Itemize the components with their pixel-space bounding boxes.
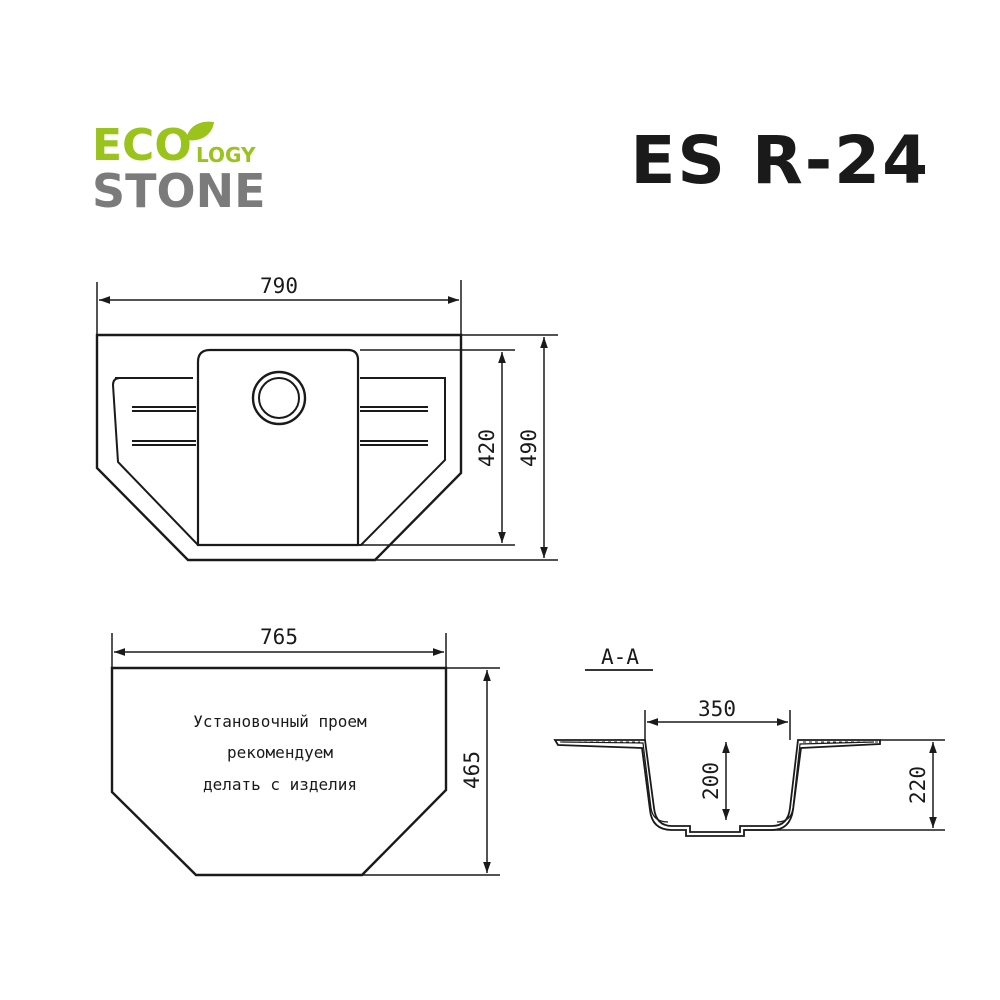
note-line-2: рекомендуем bbox=[227, 743, 333, 762]
dim-label-420: 420 bbox=[475, 429, 499, 467]
dim-label-220: 220 bbox=[906, 766, 930, 804]
note-line-1: Установочный проем bbox=[193, 712, 367, 731]
dim-depth-200: 200 bbox=[699, 742, 730, 820]
drain-outer-icon bbox=[251, 370, 307, 426]
dim-label-350: 350 bbox=[698, 697, 736, 721]
sink-wings-contour bbox=[111, 377, 446, 546]
dim-width-765: 765 bbox=[111, 625, 447, 668]
dim-height-465: 465 bbox=[362, 667, 500, 876]
dim-label-465: 465 bbox=[460, 751, 484, 789]
model-title: ES R-24 bbox=[630, 122, 930, 199]
logo-word-logy: LOGY bbox=[196, 143, 256, 167]
dim-label-490: 490 bbox=[517, 429, 541, 467]
cutout-note: Установочный проем рекомендуем делать с … bbox=[193, 712, 367, 794]
dim-height-490: 490 bbox=[375, 334, 558, 561]
section-profile-outer bbox=[553, 739, 881, 837]
dim-depth-220: 220 bbox=[744, 739, 945, 831]
sink-bowl bbox=[196, 348, 360, 547]
dim-height-420: 420 bbox=[360, 349, 515, 546]
cutout-contour bbox=[110, 666, 448, 877]
logo-word-eco: ECO bbox=[92, 120, 192, 171]
dim-label-790: 790 bbox=[260, 274, 298, 298]
cutout-view: 765 465 Установочный проем рекомендуем д… bbox=[110, 625, 500, 877]
top-view: 790 420 490 bbox=[95, 274, 558, 562]
section-view: А-А 350 200 220 bbox=[553, 645, 945, 837]
section-profile-inner bbox=[561, 741, 875, 823]
brand-logo: ECO LOGY STONE bbox=[92, 120, 266, 218]
dim-width-350: 350 bbox=[644, 697, 791, 740]
logo-word-stone: STONE bbox=[92, 164, 266, 218]
leaf-icon bbox=[186, 121, 214, 141]
section-label: А-А bbox=[601, 645, 639, 669]
note-line-3: делать с изделия bbox=[203, 775, 357, 794]
dim-label-765: 765 bbox=[260, 625, 298, 649]
dim-width-790: 790 bbox=[96, 274, 462, 335]
drainboard-grooves bbox=[132, 406, 428, 446]
dim-label-200: 200 bbox=[699, 762, 723, 800]
drain-inner-icon bbox=[258, 377, 300, 419]
sink-outer-contour bbox=[95, 333, 463, 562]
